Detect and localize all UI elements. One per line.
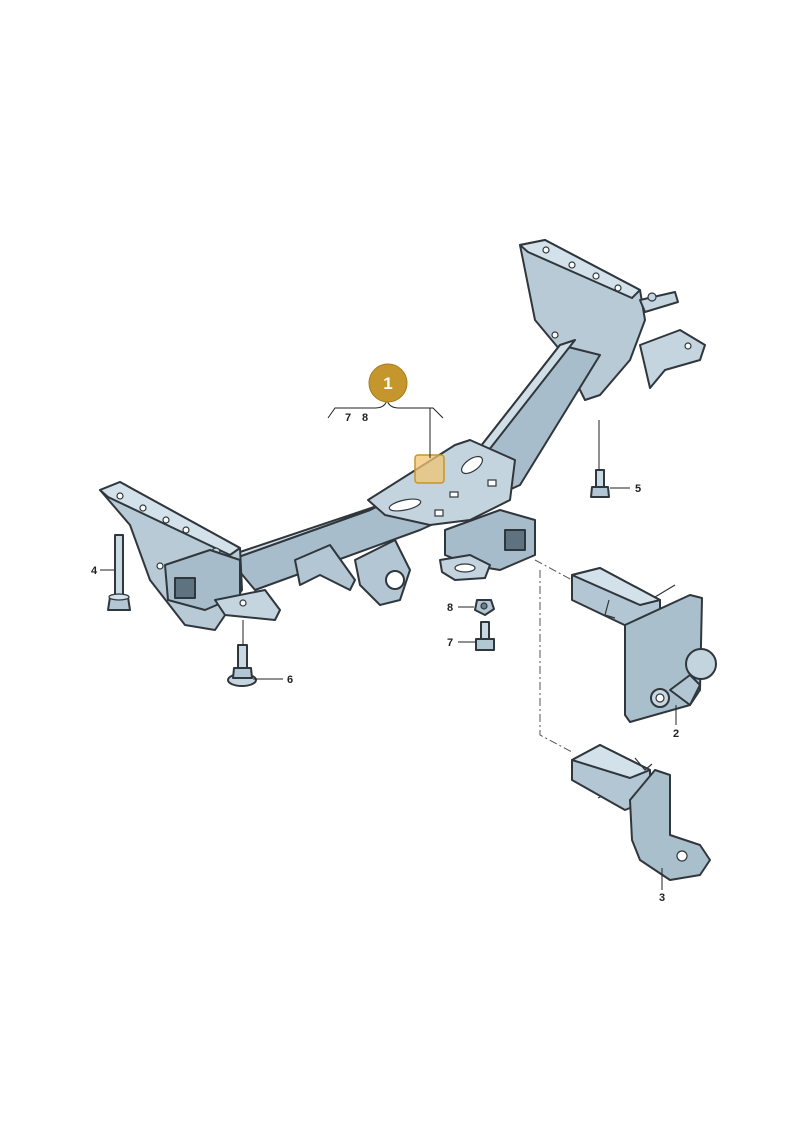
part-1-label: 1 — [383, 374, 392, 393]
drop-bracket-shank-top — [571, 744, 651, 779]
nut-8 — [474, 599, 495, 616]
tow-ball — [685, 648, 717, 680]
center-bracket-left — [294, 544, 356, 591]
drop-bracket-part — [571, 744, 711, 881]
callout-2: 2 — [673, 728, 679, 740]
part-1-badge: 1 — [368, 363, 408, 403]
receiver-to-bracket-line — [539, 570, 573, 753]
callout-4: 4 — [91, 565, 98, 577]
right-plate-tab-upper — [639, 291, 679, 313]
highlight-marker — [414, 454, 445, 484]
right-plate-top-edge — [519, 239, 641, 299]
callout-6: 6 — [287, 674, 293, 686]
receiver-opening — [504, 529, 526, 551]
ball-coupling-part — [571, 567, 717, 723]
callout-3: 3 — [659, 892, 665, 904]
bolt-7 — [475, 621, 495, 651]
receiver-to-coupling-line — [534, 559, 573, 581]
left-end-opening — [174, 577, 196, 599]
bolt-4 — [107, 534, 131, 611]
group-label-7: 7 — [345, 412, 351, 424]
drop-bracket-body — [629, 769, 711, 881]
bolt-6 — [227, 644, 257, 687]
bolt-5 — [590, 469, 610, 498]
left-plate-top-edge — [99, 481, 241, 556]
group-label-8: 8 — [362, 412, 368, 424]
ball-coupling-shank-top — [571, 567, 661, 606]
callout-7: 7 — [447, 637, 453, 649]
callout-5: 5 — [635, 483, 641, 495]
tow-bar-frame — [99, 239, 706, 631]
center-bracket-hole — [385, 570, 405, 590]
left-bottom-tab — [214, 589, 281, 621]
callout-8: 8 — [447, 602, 453, 614]
right-plate-tab-lower — [639, 329, 706, 389]
